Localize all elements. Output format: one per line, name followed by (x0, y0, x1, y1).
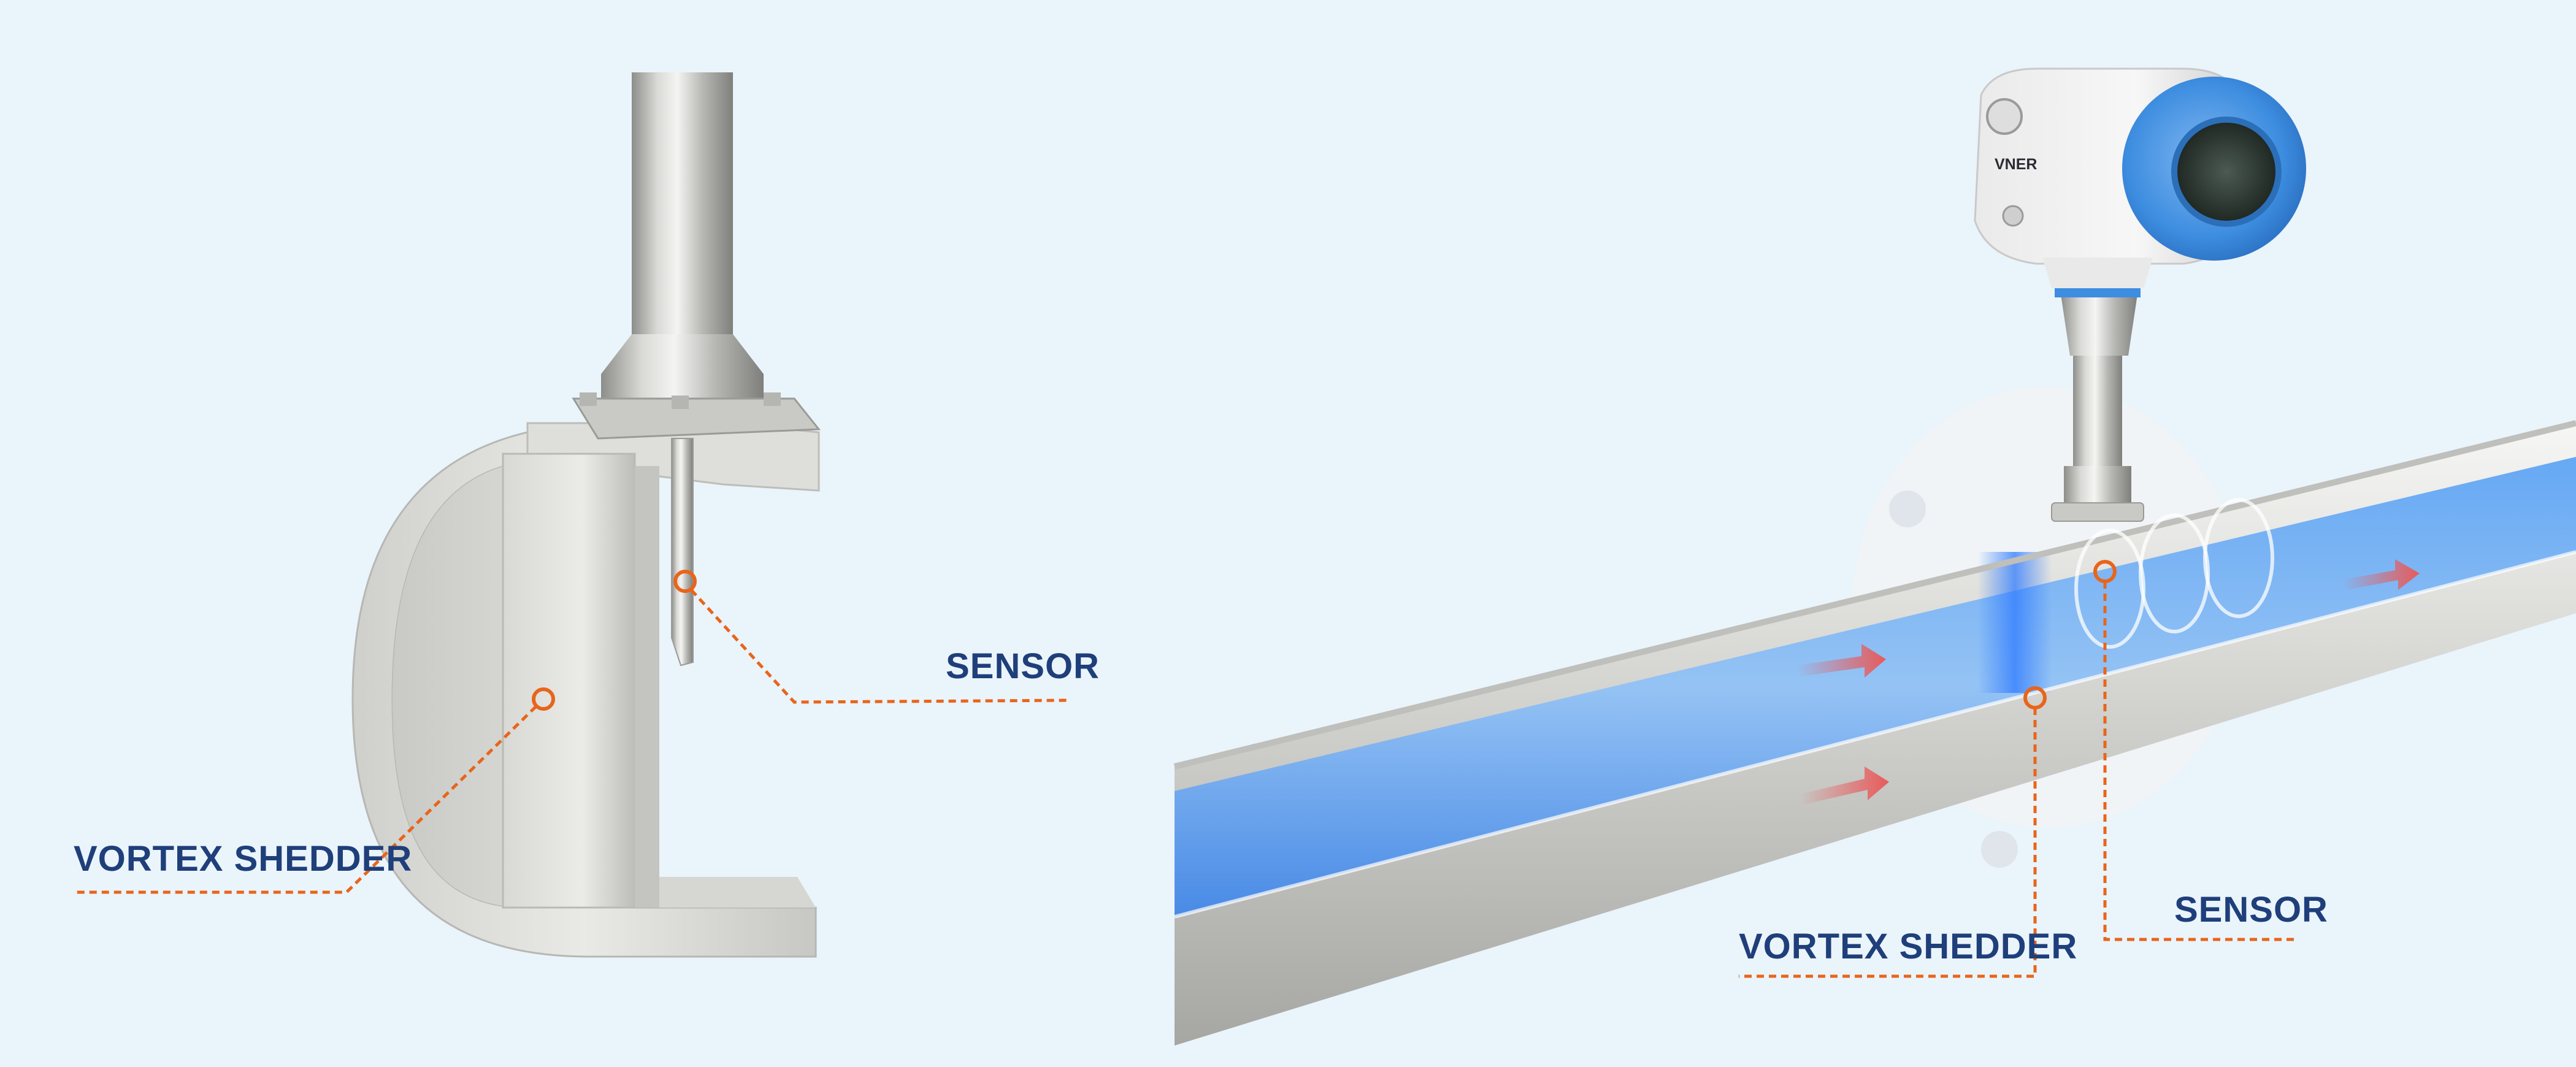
housing-base (2042, 258, 2153, 288)
flow-arrow-2 (1800, 767, 1889, 805)
transmitter-stem (2073, 350, 2122, 478)
vortex-shedder-side (635, 466, 659, 908)
stem-transition (601, 334, 764, 411)
flange-hole-3 (1981, 831, 2018, 868)
flow-arrow-1 (1797, 644, 1886, 678)
left-sensor-label: SENSOR (946, 646, 1100, 686)
transmitter-neck-lower (2064, 466, 2131, 509)
right-sensor-label: SENSOR (2174, 890, 2328, 930)
flange-bolt-1 (580, 392, 597, 406)
vortex-rings (2074, 498, 2274, 649)
transmitter-neck-upper (2061, 294, 2137, 356)
left-cutaway-meter (351, 72, 821, 958)
mounting-flange (572, 397, 821, 440)
brand-logo: VNER (1995, 156, 2037, 173)
water-flow (1175, 457, 2576, 917)
right-sensor-leader-line (2103, 581, 2297, 941)
sensor-probe (671, 438, 694, 667)
shedder-glow (1978, 552, 2052, 693)
left-vortex-callout (74, 687, 555, 894)
flange-hole-1 (1889, 491, 1926, 527)
left-sensor-marker (673, 570, 697, 593)
right-pipeline-meter (1173, 67, 2576, 1046)
sensor-stem (632, 72, 733, 361)
flange-bolt-2 (672, 396, 689, 409)
cable-gland (1986, 98, 2023, 135)
right-vortex-shedder-label: VORTEX SHEDDER (1739, 927, 2078, 966)
flow-arrow-3 (2343, 559, 2420, 590)
vortex-shedder-bar (502, 453, 636, 909)
sensor-mount-flange (2051, 502, 2144, 522)
pipe-top-rim (1173, 420, 2576, 770)
display-window-icon (2171, 117, 2282, 227)
right-sensor-callout (2093, 560, 2297, 941)
left-vortex-shedder-label: VORTEX SHEDDER (74, 839, 413, 879)
left-vortex-marker (532, 687, 555, 711)
flange-bolt-3 (764, 392, 781, 406)
pipe-mid-edge (1174, 550, 2576, 919)
left-vortex-leader-line (74, 705, 537, 894)
left-sensor-leader-line (690, 589, 1071, 704)
right-vortex-leader-line (1739, 708, 2037, 978)
housing-screw (2002, 205, 2024, 227)
left-sensor-callout (673, 570, 1071, 704)
right-vortex-callout (1739, 686, 2047, 978)
